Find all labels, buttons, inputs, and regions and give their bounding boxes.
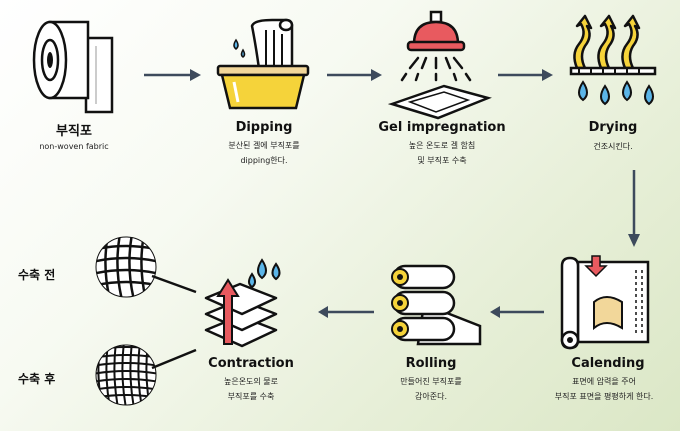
step-title-calending: Calending — [571, 356, 645, 371]
arrow-left-2 — [318, 306, 374, 318]
drying-heat-icon — [569, 14, 657, 106]
arrow-left-1 — [490, 306, 544, 318]
arrow-right-2 — [327, 69, 382, 81]
step-title-contraction: Contraction — [208, 356, 294, 371]
fabric-roll-icon — [32, 20, 114, 114]
arrow-right-3 — [498, 69, 553, 81]
arrow-down — [628, 170, 640, 247]
label-before-contraction: 수축 전 — [18, 268, 56, 282]
calender-roll-icon — [560, 255, 650, 350]
shower-head-icon — [388, 10, 492, 120]
step-desc-drying: 건조시킨다. — [593, 142, 633, 151]
arrow-right-1 — [144, 69, 201, 81]
step-title-gel: Gel impregnation — [378, 120, 506, 135]
step-desc-nonwoven: non-woven fabric — [39, 142, 109, 151]
loose-weave-before-icon — [95, 236, 197, 298]
step-title-dipping: Dipping — [235, 120, 293, 135]
step-title-nonwoven: 부직포 — [56, 124, 92, 139]
tight-weave-after-icon — [95, 344, 197, 406]
dipping-tank-icon — [216, 18, 310, 110]
layered-sheet-icon — [204, 258, 281, 348]
label-after-contraction: 수축 후 — [18, 372, 56, 386]
step-title-drying: Drying — [588, 120, 638, 135]
stacked-rolls-icon — [391, 264, 482, 346]
step-title-rolling: Rolling — [405, 356, 457, 371]
